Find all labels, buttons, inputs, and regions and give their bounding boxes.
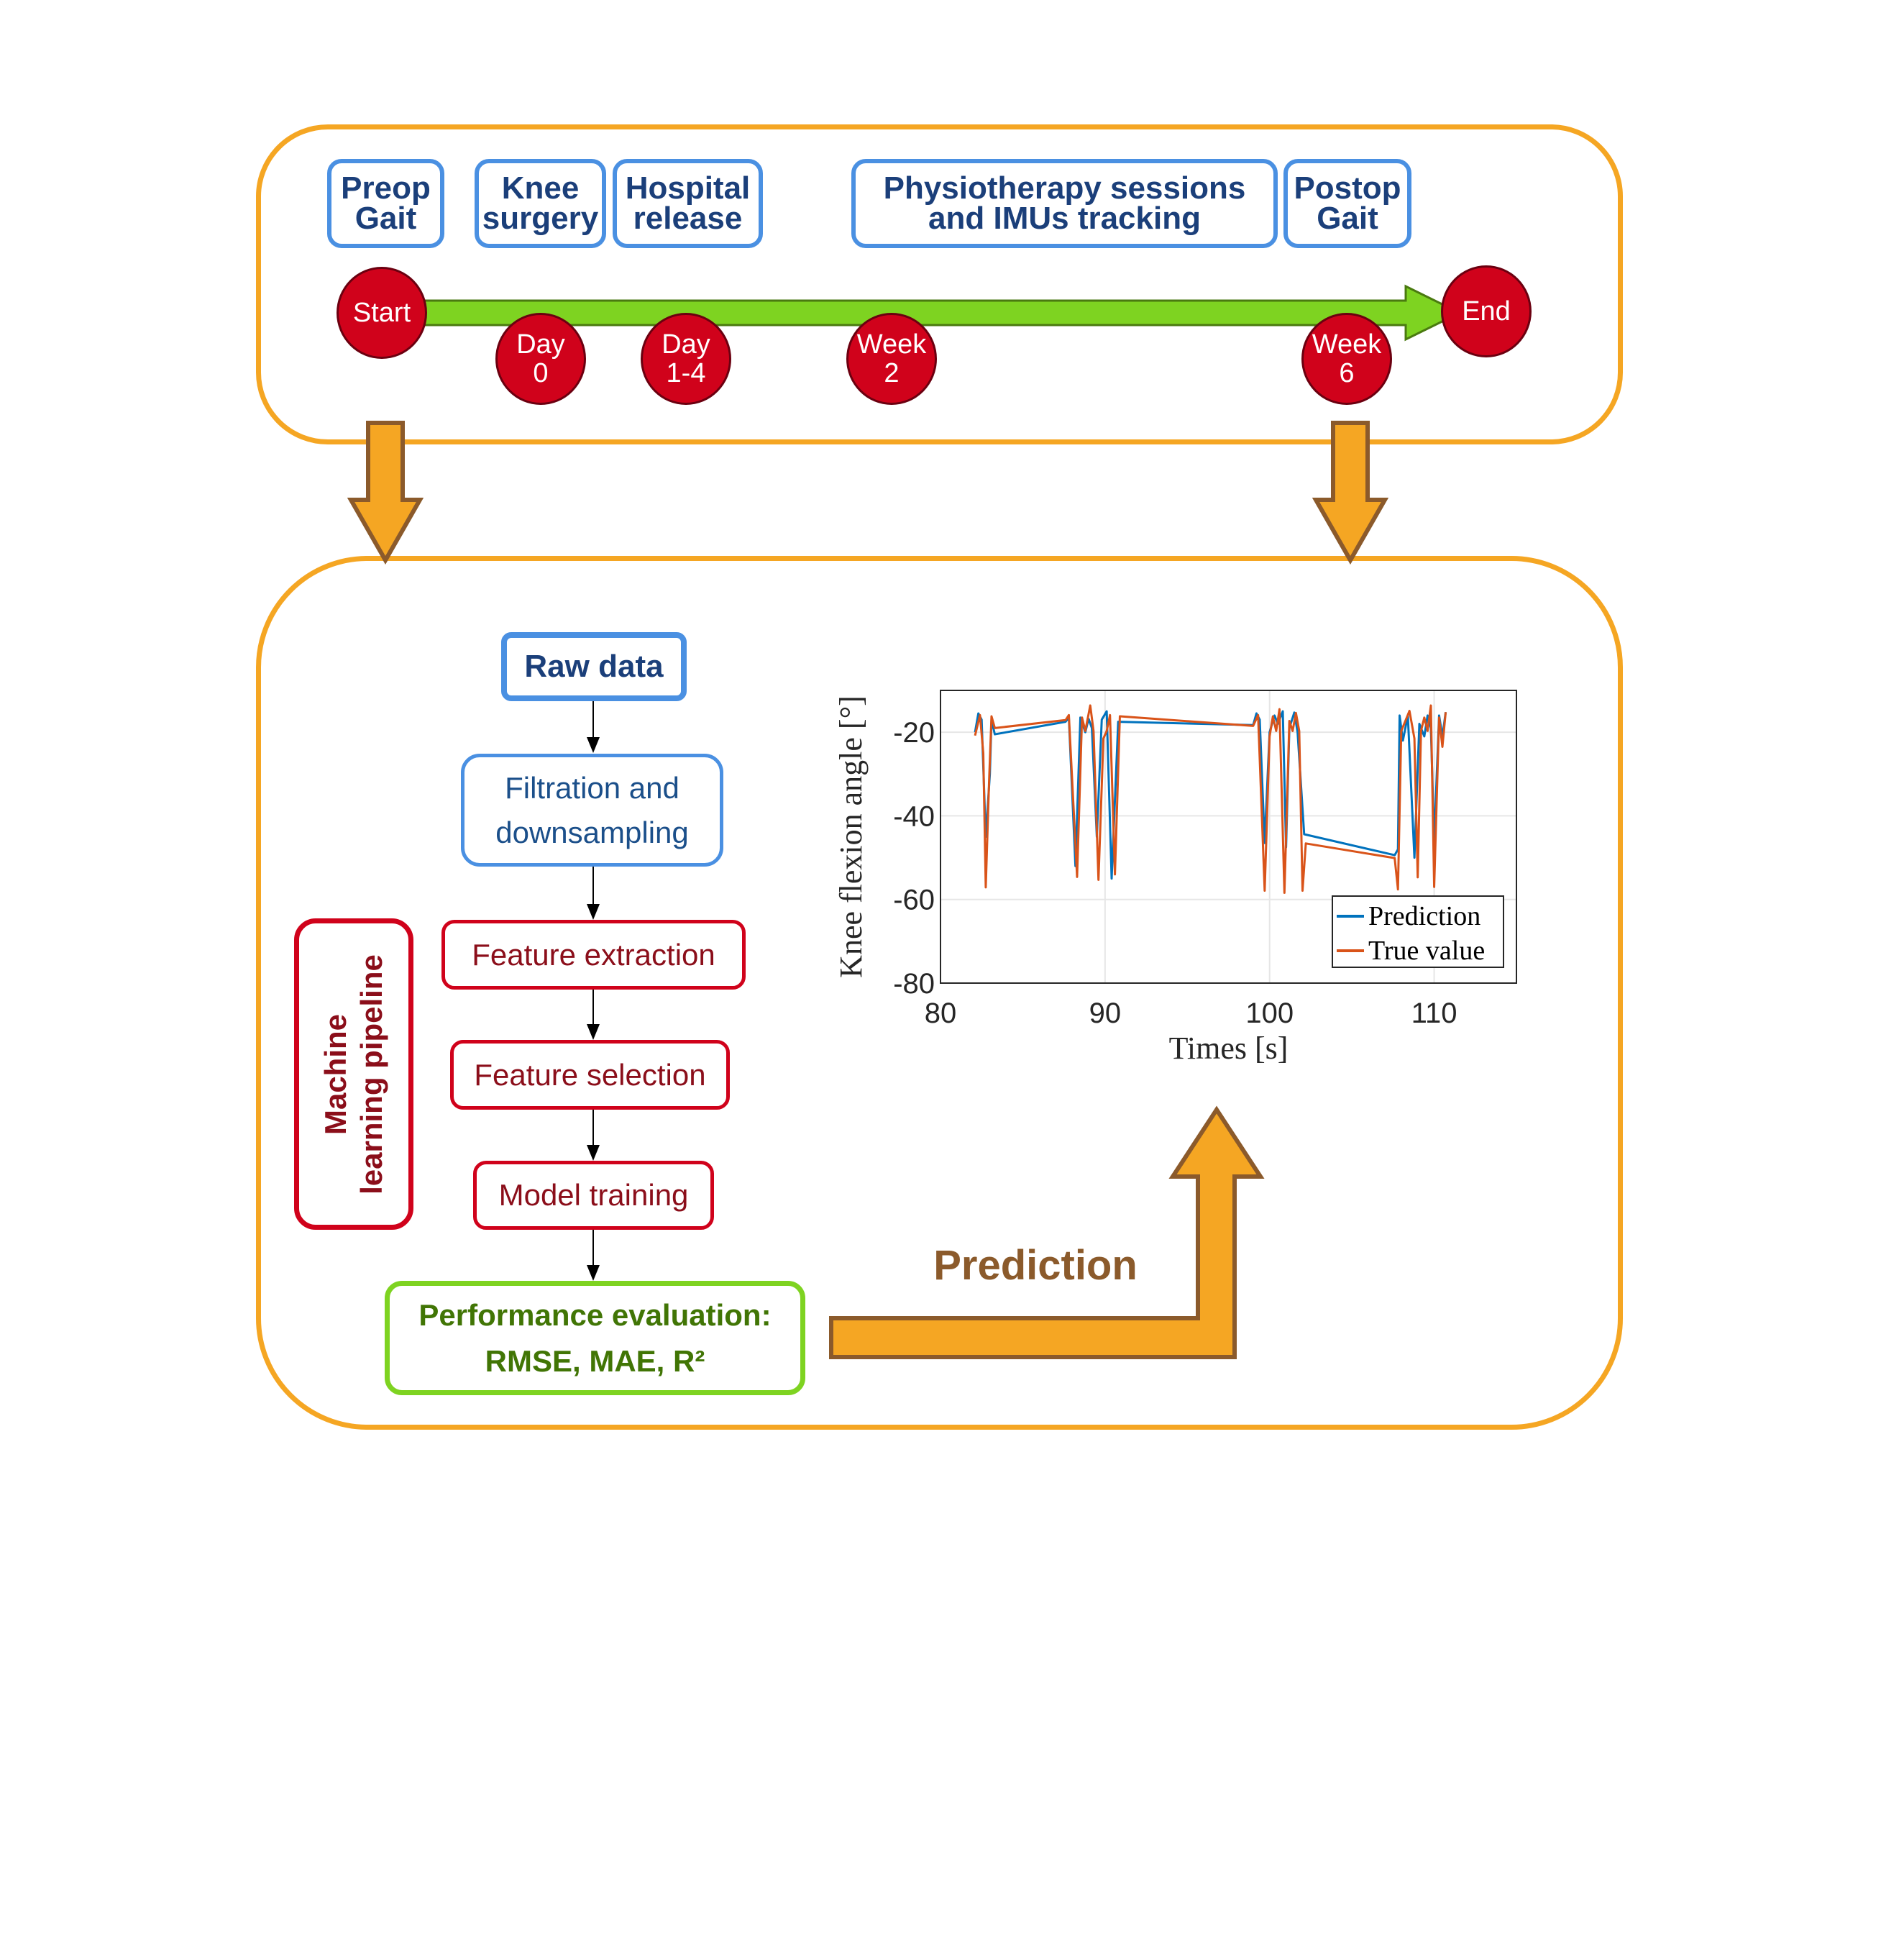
connector-arrow [592, 867, 594, 904]
raw-data-text: Raw data [524, 649, 664, 684]
node-text: 0 [533, 358, 549, 388]
node-text: 6 [1339, 358, 1355, 388]
label-line: Gait [1317, 201, 1378, 236]
prediction-arrow [829, 1105, 1265, 1359]
x-axis-label: Times [s] [1169, 1031, 1289, 1066]
model-training-box: Model training [473, 1161, 714, 1230]
label-line: and IMUs tracking [928, 201, 1201, 236]
legend-box [1332, 895, 1504, 968]
evaluation-text: Performance evaluation: [418, 1297, 772, 1332]
node-text: 2 [884, 358, 900, 388]
label-line: Hospital [625, 170, 751, 206]
model-training-text: Model training [498, 1178, 689, 1212]
arrow-head-icon [587, 1265, 600, 1281]
axes-box [940, 690, 1517, 984]
connector-arrow [592, 701, 594, 737]
label-line: Preop [341, 170, 431, 206]
feature-extraction-box: Feature extraction [441, 920, 746, 990]
series-line-true-value [974, 704, 1447, 894]
arrow-head-icon [587, 737, 600, 753]
label-line: Knee [501, 170, 580, 206]
x-tick-label: 80 [925, 997, 957, 1029]
y-tick-label: -40 [893, 800, 935, 832]
node-text: Week [1312, 329, 1382, 360]
timeline-arrow [413, 284, 1463, 342]
legend-label: True value [1368, 936, 1485, 966]
node-text: Day [516, 329, 565, 360]
filtration-text: Filtration and [505, 770, 679, 805]
node-text: Week [856, 329, 927, 360]
evaluation-box: Performance evaluation: RMSE, MAE, R² [385, 1281, 805, 1395]
filtration-text: downsampling [495, 815, 689, 849]
evaluation-text: RMSE, MAE, R² [485, 1343, 705, 1378]
x-tick-label: 90 [1089, 997, 1122, 1029]
arrow-head-icon [587, 1145, 600, 1161]
label-line: Gait [354, 201, 417, 236]
ml-pipeline-group: Machine learning pipeline [294, 918, 413, 1230]
label-line: Postop [1294, 170, 1401, 206]
arrow-head-icon [587, 904, 600, 920]
x-tick-label: 100 [1245, 997, 1294, 1029]
y-tick-label: -20 [893, 717, 935, 749]
down-arrow-preop [347, 421, 424, 565]
y-tick-label: -80 [893, 968, 935, 1000]
legend-label: Prediction [1368, 901, 1480, 931]
connector-arrow [592, 990, 594, 1024]
x-tick-label: 110 [1411, 997, 1457, 1029]
node-text: Start [352, 298, 411, 328]
node-end: End [1441, 265, 1532, 357]
feature-selection-text: Feature selection [474, 1057, 706, 1092]
label-line: surgery [482, 201, 599, 236]
feature-extraction-text: Feature extraction [472, 937, 715, 972]
down-arrow-postop [1312, 421, 1389, 565]
feature-selection-box: Feature selection [450, 1040, 730, 1110]
filtration-box: Filtration and downsampling [461, 754, 723, 867]
node-text: Day [662, 329, 710, 360]
label-line: Physiotherapy sessions [883, 170, 1246, 206]
y-tick-label: -60 [893, 885, 935, 916]
label-line: release [633, 201, 743, 236]
raw-data-box: Raw data [501, 632, 687, 701]
prediction-label: Prediction [933, 1242, 1138, 1289]
y-axis-label: Knee flexion angle [°] [833, 695, 869, 978]
connector-arrow [592, 1230, 594, 1265]
connector-arrow [592, 1110, 594, 1145]
ml-label-line: Machine [319, 1013, 353, 1135]
ml-pipeline-label: Machine learning pipeline [318, 954, 390, 1195]
node-text: 1-4 [666, 358, 706, 388]
node-text: End [1462, 296, 1511, 327]
arrow-head-icon [587, 1024, 600, 1040]
ml-label-line: learning pipeline [354, 954, 389, 1195]
node-start: Start [337, 267, 427, 359]
